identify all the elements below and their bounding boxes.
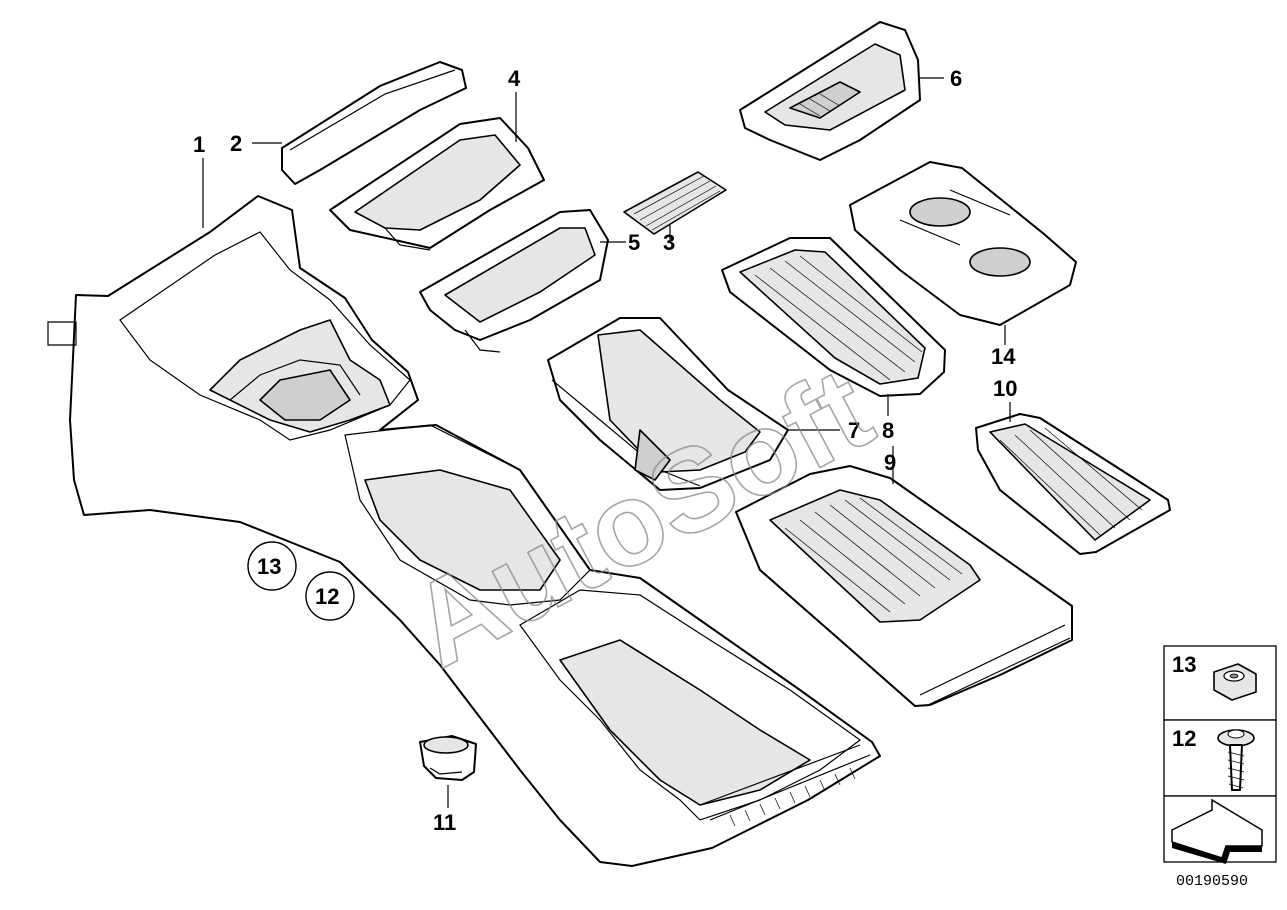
part-2-trim-cap: [281, 61, 467, 185]
callout-6: 6: [950, 66, 962, 91]
circled-callouts: 13 12: [247, 541, 355, 621]
callout-9-visible: 9: [884, 450, 896, 475]
callout-8: 8: [882, 418, 894, 443]
legend-panel: 13 12: [1163, 645, 1277, 864]
part-4-tray-insert: [329, 117, 545, 251]
callout-7: 7: [848, 418, 860, 443]
part-3-small-mat: [623, 171, 727, 235]
part-7-armrest-lid: [547, 317, 789, 491]
part-8-large-mat: [721, 237, 946, 397]
callout-2: 2: [230, 131, 242, 156]
leader-lines: [202, 77, 1011, 808]
part-14-cup-holder: [849, 161, 1077, 326]
part-10-mat: [975, 413, 1171, 555]
legend-label-13: 13: [1172, 652, 1196, 677]
callout-5: 5: [628, 230, 640, 255]
circled-callout-13: 13: [257, 554, 281, 579]
callout-10: 10: [993, 376, 1017, 401]
direction-arrow-icon: [1171, 798, 1263, 864]
circled-callout-12: 12: [315, 584, 339, 609]
callout-3: 3: [663, 230, 675, 255]
screw-icon: [1217, 729, 1255, 791]
nut-icon: [1213, 663, 1257, 701]
part-5-tray-insert: [419, 209, 609, 353]
part-11-socket: [419, 735, 477, 781]
part-9-armrest-cover: [735, 465, 1073, 707]
legend-label-12: 12: [1172, 726, 1196, 751]
part-1-center-console: [47, 195, 881, 867]
callout-4: 4: [508, 66, 521, 91]
callout-14: 14: [991, 344, 1016, 369]
callout-1: 1: [193, 132, 205, 157]
part-6-storage-tray: [739, 21, 921, 161]
callout-labels: 1 2 3 4 5 6 7 8 9 9 10 11 14: [193, 66, 1017, 835]
drawing-number: 00190590: [1176, 873, 1248, 890]
callout-11: 11: [433, 810, 456, 835]
